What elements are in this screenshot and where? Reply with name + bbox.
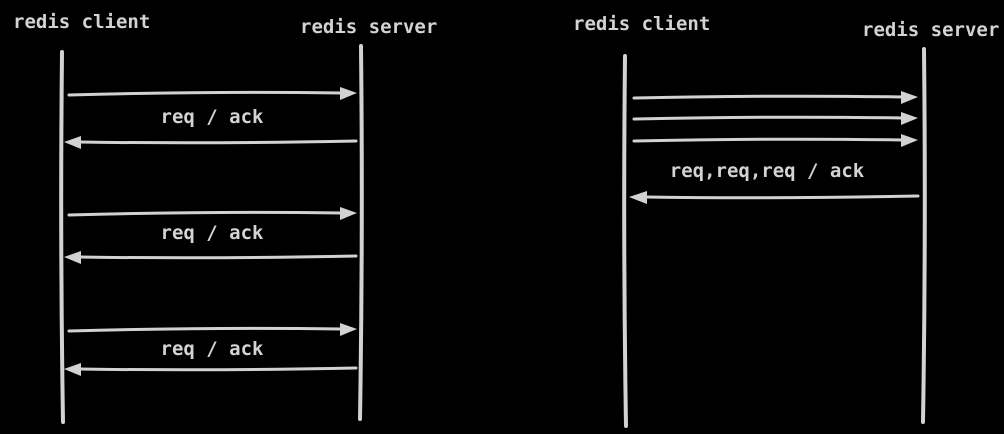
request-arrow <box>67 210 344 217</box>
actor-label-redis-client: redis client <box>13 11 151 33</box>
message-label-req-ack: req / ack <box>160 222 264 244</box>
message-label-req-ack: req / ack <box>160 338 264 360</box>
client-lifeline <box>59 50 65 424</box>
message-label-req-ack: req / ack <box>160 106 264 128</box>
request-arrow <box>632 115 905 121</box>
ack-arrow <box>78 139 358 145</box>
actor-label-redis-server: redis server <box>300 16 438 38</box>
server-lifeline <box>358 44 364 421</box>
ack-arrow <box>78 366 358 372</box>
ack-arrowhead <box>64 363 81 376</box>
request-arrowhead <box>901 134 918 147</box>
request-arrow <box>632 137 905 143</box>
request-arrow <box>67 326 344 333</box>
request-arrowhead <box>340 323 357 336</box>
request-arrowhead <box>901 91 918 104</box>
actor-label-redis-client: redis client <box>573 13 711 35</box>
request-arrowhead <box>901 112 918 125</box>
request-arrowhead <box>340 207 357 220</box>
ack-arrowhead <box>629 191 647 204</box>
client-lifeline <box>622 54 628 428</box>
ack-arrowhead <box>64 251 81 264</box>
message-label-pipelined-req-ack: req,req,req / ack <box>669 160 865 182</box>
sequence-diagram-no-pipelining <box>59 44 364 424</box>
ack-arrow <box>78 254 358 260</box>
server-lifeline <box>921 47 927 424</box>
ack-arrowhead <box>64 136 81 149</box>
actor-label-redis-server: redis server <box>862 19 1000 41</box>
request-arrow <box>67 90 344 97</box>
sequence-diagram-pipelining <box>622 47 927 428</box>
request-arrowhead <box>340 87 357 100</box>
request-arrow <box>632 94 905 100</box>
ack-arrow <box>644 194 920 200</box>
